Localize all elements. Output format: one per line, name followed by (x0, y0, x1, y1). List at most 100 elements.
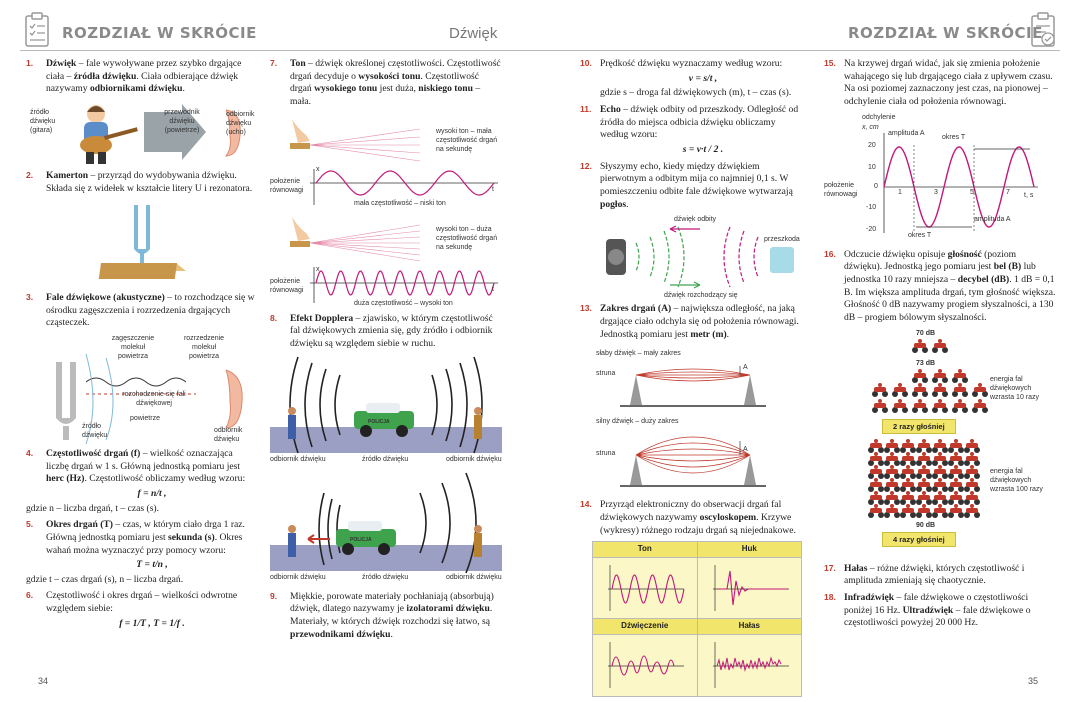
label-propagating: dźwięk rozchodzący się (664, 292, 738, 300)
axis-x: x (316, 265, 320, 273)
motorcycle-icon (916, 503, 932, 518)
sine-curve (883, 145, 1035, 228)
caption-high-tone: duża częstotliwość – wysoki ton (354, 299, 453, 307)
column-2: 7. Ton – dźwięk określonej częstotliwośc… (270, 58, 502, 645)
item-number: 7. (270, 58, 278, 68)
motorcycle-icon (916, 490, 932, 505)
term: izolatorami dźwięku (406, 603, 490, 615)
motorcycle-icon (912, 398, 928, 413)
formula-inverse: f = 1/T , T = 1/f . (119, 617, 185, 629)
motorcycle-icon (972, 382, 988, 397)
item-9: 9. Miękkie, porowate materiały pochłania… (270, 591, 502, 642)
high-frequency-wave (315, 269, 495, 296)
term: Zakres drgań (A) (600, 303, 672, 315)
label-string: struna (596, 450, 616, 458)
term: Infradźwięk (844, 591, 895, 603)
item-number: 4. (26, 447, 34, 458)
label-amplitude: A (743, 446, 748, 454)
term: wysokości tonu (358, 70, 421, 82)
motorcycle-icon (964, 477, 980, 492)
text: – różne dźwięki, których częstotliwość i… (844, 562, 1025, 587)
axis-t: t (492, 185, 494, 193)
label-amplitude-bottom: amplituda A (974, 215, 1011, 223)
motorcycle-icon (912, 368, 928, 383)
motorcycle-icon (884, 490, 900, 505)
badge-2x: 2 razy głośniej (882, 418, 956, 435)
term: Ton (290, 58, 306, 69)
text: – to rozchodzące się w ośrodku zagęszcze… (46, 291, 255, 329)
label-receiver-left: odbiornik dźwięku (270, 455, 326, 463)
label-source: źródło dźwięku (82, 422, 108, 440)
tone-waveform (608, 564, 685, 611)
item-number: 1. (26, 58, 34, 68)
motorcycle-icon (932, 503, 948, 518)
formula-legend: gdzie n – liczba drgań, t – czas (s). (26, 502, 160, 514)
item-number: 9. (270, 590, 278, 601)
label-rarefaction: rozrzedzenie molekuł powietrza (183, 334, 225, 361)
wave-illustration (56, 353, 243, 445)
motorcycle-icon (948, 438, 964, 453)
doppler-illustration-1 (270, 356, 502, 453)
formula-legend: gdzie s – droga fal dźwiękowych (m), t –… (600, 87, 792, 99)
sound-wave-figure: zagęszczenie molekuł powietrza rozrzedze… (26, 334, 258, 448)
motorcycle-icon (932, 490, 948, 505)
loudness-figure: 70 dB 73 dB energia fal dźwiękowych wzra… (824, 329, 1056, 563)
guitar-figure: źródło dźwięku (gitara) przewodnik dźwię… (26, 100, 258, 164)
motorcycle-icon (916, 464, 932, 479)
high-tone-figure: wysoki ton – duża częstotliwość drgań na… (270, 211, 502, 309)
text: . (726, 328, 730, 340)
osc-cell-bang (696, 556, 802, 620)
echo-illustration (606, 225, 794, 289)
item-number: 10. (580, 58, 592, 68)
y-tick: 20 (868, 141, 876, 149)
item-17: 17. Hałas – różne dźwięki, których częst… (824, 563, 1056, 588)
item-13: 13. Zakres drgań (A) – największa odległ… (580, 303, 806, 341)
badge-2x-label: 2 razy głośniej (882, 418, 956, 435)
text: (poziom dźwięku). Jednostką jego pomiaru… (844, 248, 1017, 273)
badge-4x-label: 4 razy głośniej (882, 531, 956, 548)
label-source: źródło dźwięku (362, 455, 409, 463)
item-number: 12. (580, 160, 592, 171)
term: źródła dźwięku (73, 70, 137, 82)
term: odbiornikami dźwięku (89, 83, 183, 95)
motorcycle-icon (868, 503, 884, 518)
term: Efekt Dopplera (290, 312, 354, 324)
item-number: 14. (580, 499, 592, 510)
item-number: 18. (824, 591, 836, 602)
text: – zjawisko, w którym częstotliwość fal d… (290, 312, 493, 349)
item-number: 8. (270, 312, 278, 323)
text: – największa odległość, na jaką drgające… (600, 303, 799, 340)
term: Ultradźwięk (902, 604, 954, 616)
label-high-tone: wysoki ton – duża częstotliwość drgań na… (436, 225, 498, 252)
text: Częstotliwość i okres drgań – wielkości … (46, 590, 238, 615)
doppler-illustration-2 (270, 472, 502, 573)
label-source: źródło dźwięku (gitara) (30, 108, 56, 135)
text: Słyszymy echo, kiedy między dźwiękiem pi… (600, 160, 793, 197)
label-receiver-right: odbiornik dźwięku (446, 455, 502, 463)
motorcycle-icon (912, 382, 928, 397)
axis-x: x (316, 165, 320, 173)
term: głośność (947, 248, 982, 260)
motorcycle-icon (948, 451, 964, 466)
text: . Ciała odbierające dźwięk nazywamy (46, 70, 239, 95)
motorcycle-icon (952, 368, 968, 383)
motorcycle-icon (948, 464, 964, 479)
motorcycle-icon (916, 451, 932, 466)
x-tick: 3 (934, 188, 938, 196)
text: – przyrząd do wydobywania dźwięku. Skład… (46, 169, 253, 194)
label-obstacle: przeszkoda (764, 236, 800, 244)
item-number: 16. (824, 248, 836, 259)
item-3: 3. Fale dźwiękowe (akustyczne) – to rozc… (26, 292, 258, 330)
label-air: powietrze (130, 414, 160, 422)
motorcycle-icon (900, 464, 916, 479)
text: – mała. (290, 83, 481, 107)
term: herc (Hz) (46, 473, 85, 485)
motorcycle-icon (932, 477, 948, 492)
label-medium: przewodnik dźwięku (powietrze) (164, 108, 200, 135)
label-string: struna (596, 370, 616, 378)
y-tick: -10 (866, 203, 877, 211)
formula-speed: v = s/t , (688, 72, 718, 84)
term: decybel (dB) (957, 273, 1010, 285)
osc-header-tone: Ton (592, 541, 698, 558)
term: przewodnikami dźwięku (290, 628, 391, 640)
